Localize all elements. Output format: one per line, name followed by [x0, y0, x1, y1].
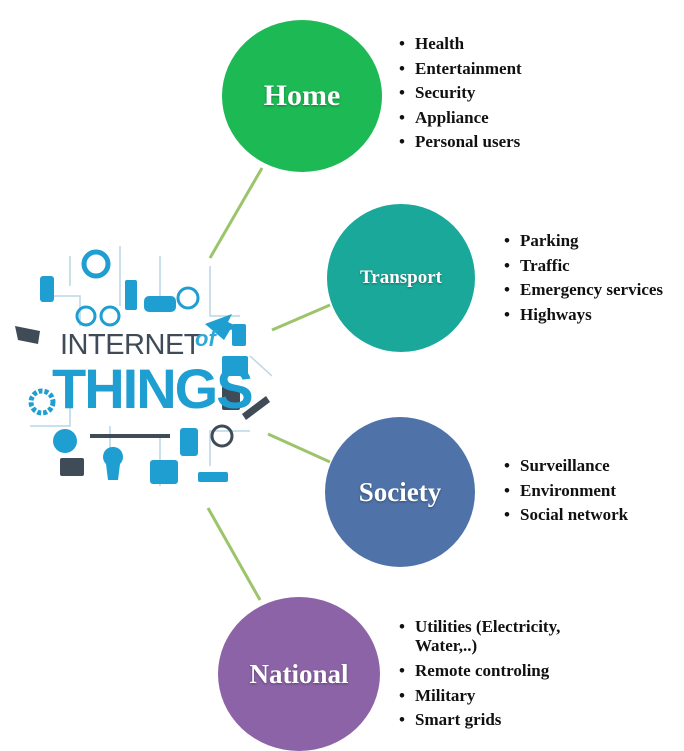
national-label: National — [249, 658, 349, 689]
list-item: Entertainment — [399, 57, 522, 82]
connector-transport — [271, 303, 331, 332]
router-icon — [198, 472, 228, 482]
home-circle: Home — [222, 20, 382, 172]
list-item: Military — [399, 684, 595, 709]
speaker-icon — [180, 428, 198, 456]
phone-icon — [40, 276, 54, 302]
bulb-icon — [103, 446, 124, 480]
battery-icon — [125, 280, 137, 310]
list-item: Remote controling — [399, 659, 595, 684]
list-item: Environment — [504, 479, 628, 504]
list-item: Traffic — [504, 254, 663, 279]
plane-icon — [205, 314, 240, 340]
list-item: Parking — [504, 229, 663, 254]
transport-circle: Transport — [327, 204, 475, 352]
logo-word-internet: INTERNET — [60, 329, 202, 361]
bicycle-icon — [75, 305, 97, 327]
home-label: Home — [263, 79, 341, 112]
fan-icon — [176, 286, 200, 310]
telephone-icon — [53, 429, 77, 453]
headset-icon — [81, 249, 111, 279]
iot-logo: INTERNET of THINGS — [10, 236, 272, 498]
society-items: Surveillance Environment Social network — [504, 454, 628, 528]
list-item: Health — [399, 32, 522, 57]
society-circle: Society — [325, 417, 475, 567]
monitor-icon — [60, 458, 84, 476]
plug-icon — [242, 396, 270, 420]
national-circle: National — [218, 597, 380, 751]
transport-label: Transport — [360, 267, 442, 288]
gear-icon — [28, 388, 56, 416]
list-item: Emergency services — [504, 278, 663, 303]
list-item: Highways — [504, 303, 663, 328]
connector-home — [208, 167, 264, 259]
home-items: Health Entertainment Security Appliance … — [399, 32, 522, 155]
list-item: Social network — [504, 503, 628, 528]
list-item: Appliance — [399, 106, 522, 131]
logo-word-things: THINGS — [52, 357, 254, 420]
list-item: Utilities (Electricity, Water,..) — [399, 617, 595, 655]
clock-icon — [210, 424, 234, 448]
logo-word-of: of — [195, 326, 216, 351]
connector-society — [267, 432, 331, 464]
tv-icon — [222, 356, 248, 376]
connector-national — [206, 507, 262, 601]
car-icon — [144, 296, 176, 312]
wheelchair-icon — [15, 326, 40, 344]
transport-items: Parking Traffic Emergency services Highw… — [504, 229, 663, 327]
trash-icon — [222, 386, 240, 410]
list-item: Security — [399, 81, 522, 106]
list-item: Surveillance — [504, 454, 628, 479]
list-item: Personal users — [399, 130, 522, 155]
society-label: Society — [358, 476, 442, 507]
bus-icon — [150, 460, 178, 484]
national-items: Utilities (Electricity, Water,..) Remote… — [399, 617, 595, 733]
list-item: Smart grids — [399, 708, 595, 733]
crane-icon — [90, 434, 170, 438]
tablet-icon — [232, 324, 246, 346]
